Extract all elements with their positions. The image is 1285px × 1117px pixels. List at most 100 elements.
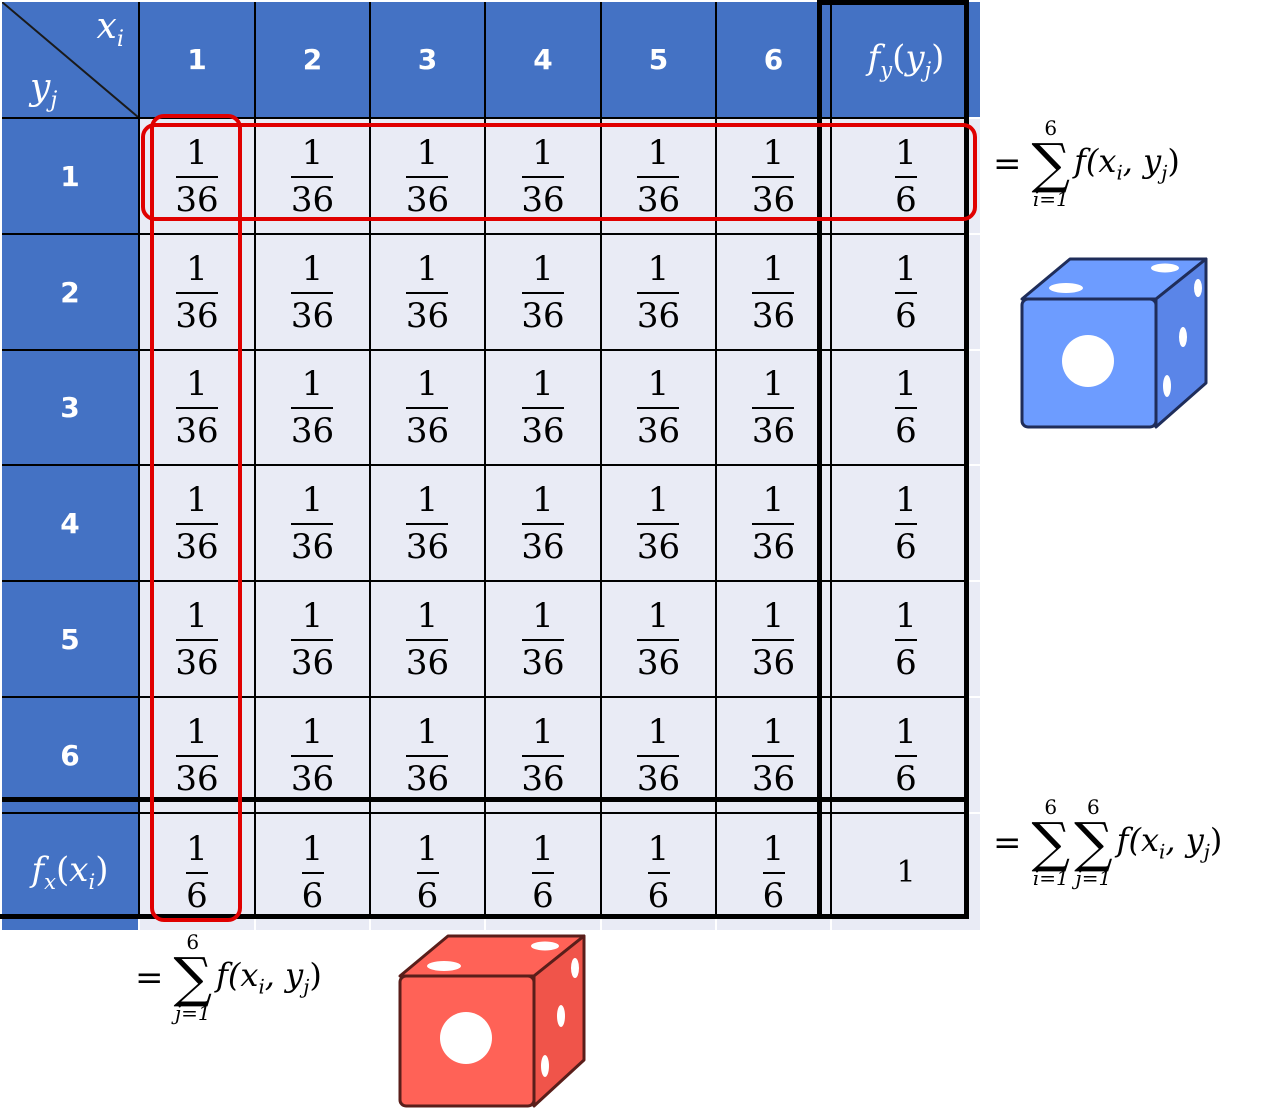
corner-col-label: xi (96, 6, 124, 53)
fraction-numerator: 1 (301, 248, 324, 289)
fraction-bar (406, 522, 449, 525)
fraction-denominator: 6 (647, 875, 670, 916)
fraction-denominator: 36 (175, 295, 219, 336)
row-highlight (141, 123, 977, 221)
fraction-bar (637, 175, 680, 178)
total-sum-formula: = 6 ∑ i=1 6 ∑ j=1 f(xi, yj) (993, 795, 1223, 891)
fraction-denominator: 36 (521, 179, 565, 220)
fraction-denominator: 36 (290, 411, 335, 451)
fraction-bar (175, 175, 218, 178)
fraction-bar (521, 175, 564, 178)
row-header: 4 (2, 466, 138, 580)
fraction-numerator: 1 (762, 828, 785, 869)
fraction-numerator: 1 (301, 828, 324, 869)
fraction-bar (291, 175, 334, 178)
fraction-numerator: 1 (762, 711, 785, 752)
column-header: 6 (717, 2, 830, 117)
fraction-denominator: 36 (175, 179, 219, 220)
fraction-numerator: 1 (762, 132, 785, 173)
column-header: 2 (256, 2, 369, 117)
fraction-denominator: 6 (895, 642, 917, 683)
fraction-bar (752, 175, 795, 178)
fraction-bar (175, 638, 218, 641)
fraction-bar (521, 407, 564, 409)
fraction-bar (406, 754, 449, 757)
fraction-denominator: 6 (895, 411, 917, 451)
marginal-x-header: fx(xi) (2, 814, 138, 930)
fraction-numerator: 1 (762, 595, 785, 636)
row-header: 5 (2, 582, 138, 696)
fraction-bar (186, 871, 208, 874)
fraction-denominator: 36 (405, 411, 450, 451)
fraction-numerator: 1 (647, 248, 670, 289)
fraction-denominator: 36 (175, 642, 219, 683)
red-die-icon (398, 934, 586, 1108)
fraction-bar (637, 754, 680, 757)
fraction-bar (895, 638, 917, 641)
fraction-denominator: 36 (751, 179, 796, 220)
fraction-denominator: 36 (290, 642, 335, 683)
fraction-numerator: 1 (301, 479, 324, 520)
fraction-numerator: 1 (762, 248, 785, 289)
table-bottom-border (0, 914, 969, 919)
fraction-numerator: 1 (416, 595, 439, 636)
fraction-bar (752, 754, 795, 757)
fraction-bar (416, 871, 439, 874)
fraction-bar (637, 522, 680, 525)
column-sum-formula: = 6 ∑ j=1 f(xi, yj) (135, 930, 322, 1026)
fraction-bar (406, 175, 449, 178)
total-probability-cell: 1 (832, 814, 980, 930)
fraction-bar (752, 291, 795, 294)
fraction-numerator: 1 (532, 595, 554, 636)
marginal-y-header: fy(yj) (832, 2, 980, 117)
fraction-bar (406, 407, 449, 409)
fraction-denominator: 36 (636, 642, 681, 683)
fraction-numerator: 1 (647, 132, 670, 173)
fraction-numerator: 1 (762, 479, 785, 520)
fraction-bar (637, 638, 680, 641)
fraction-numerator: 1 (186, 248, 208, 289)
